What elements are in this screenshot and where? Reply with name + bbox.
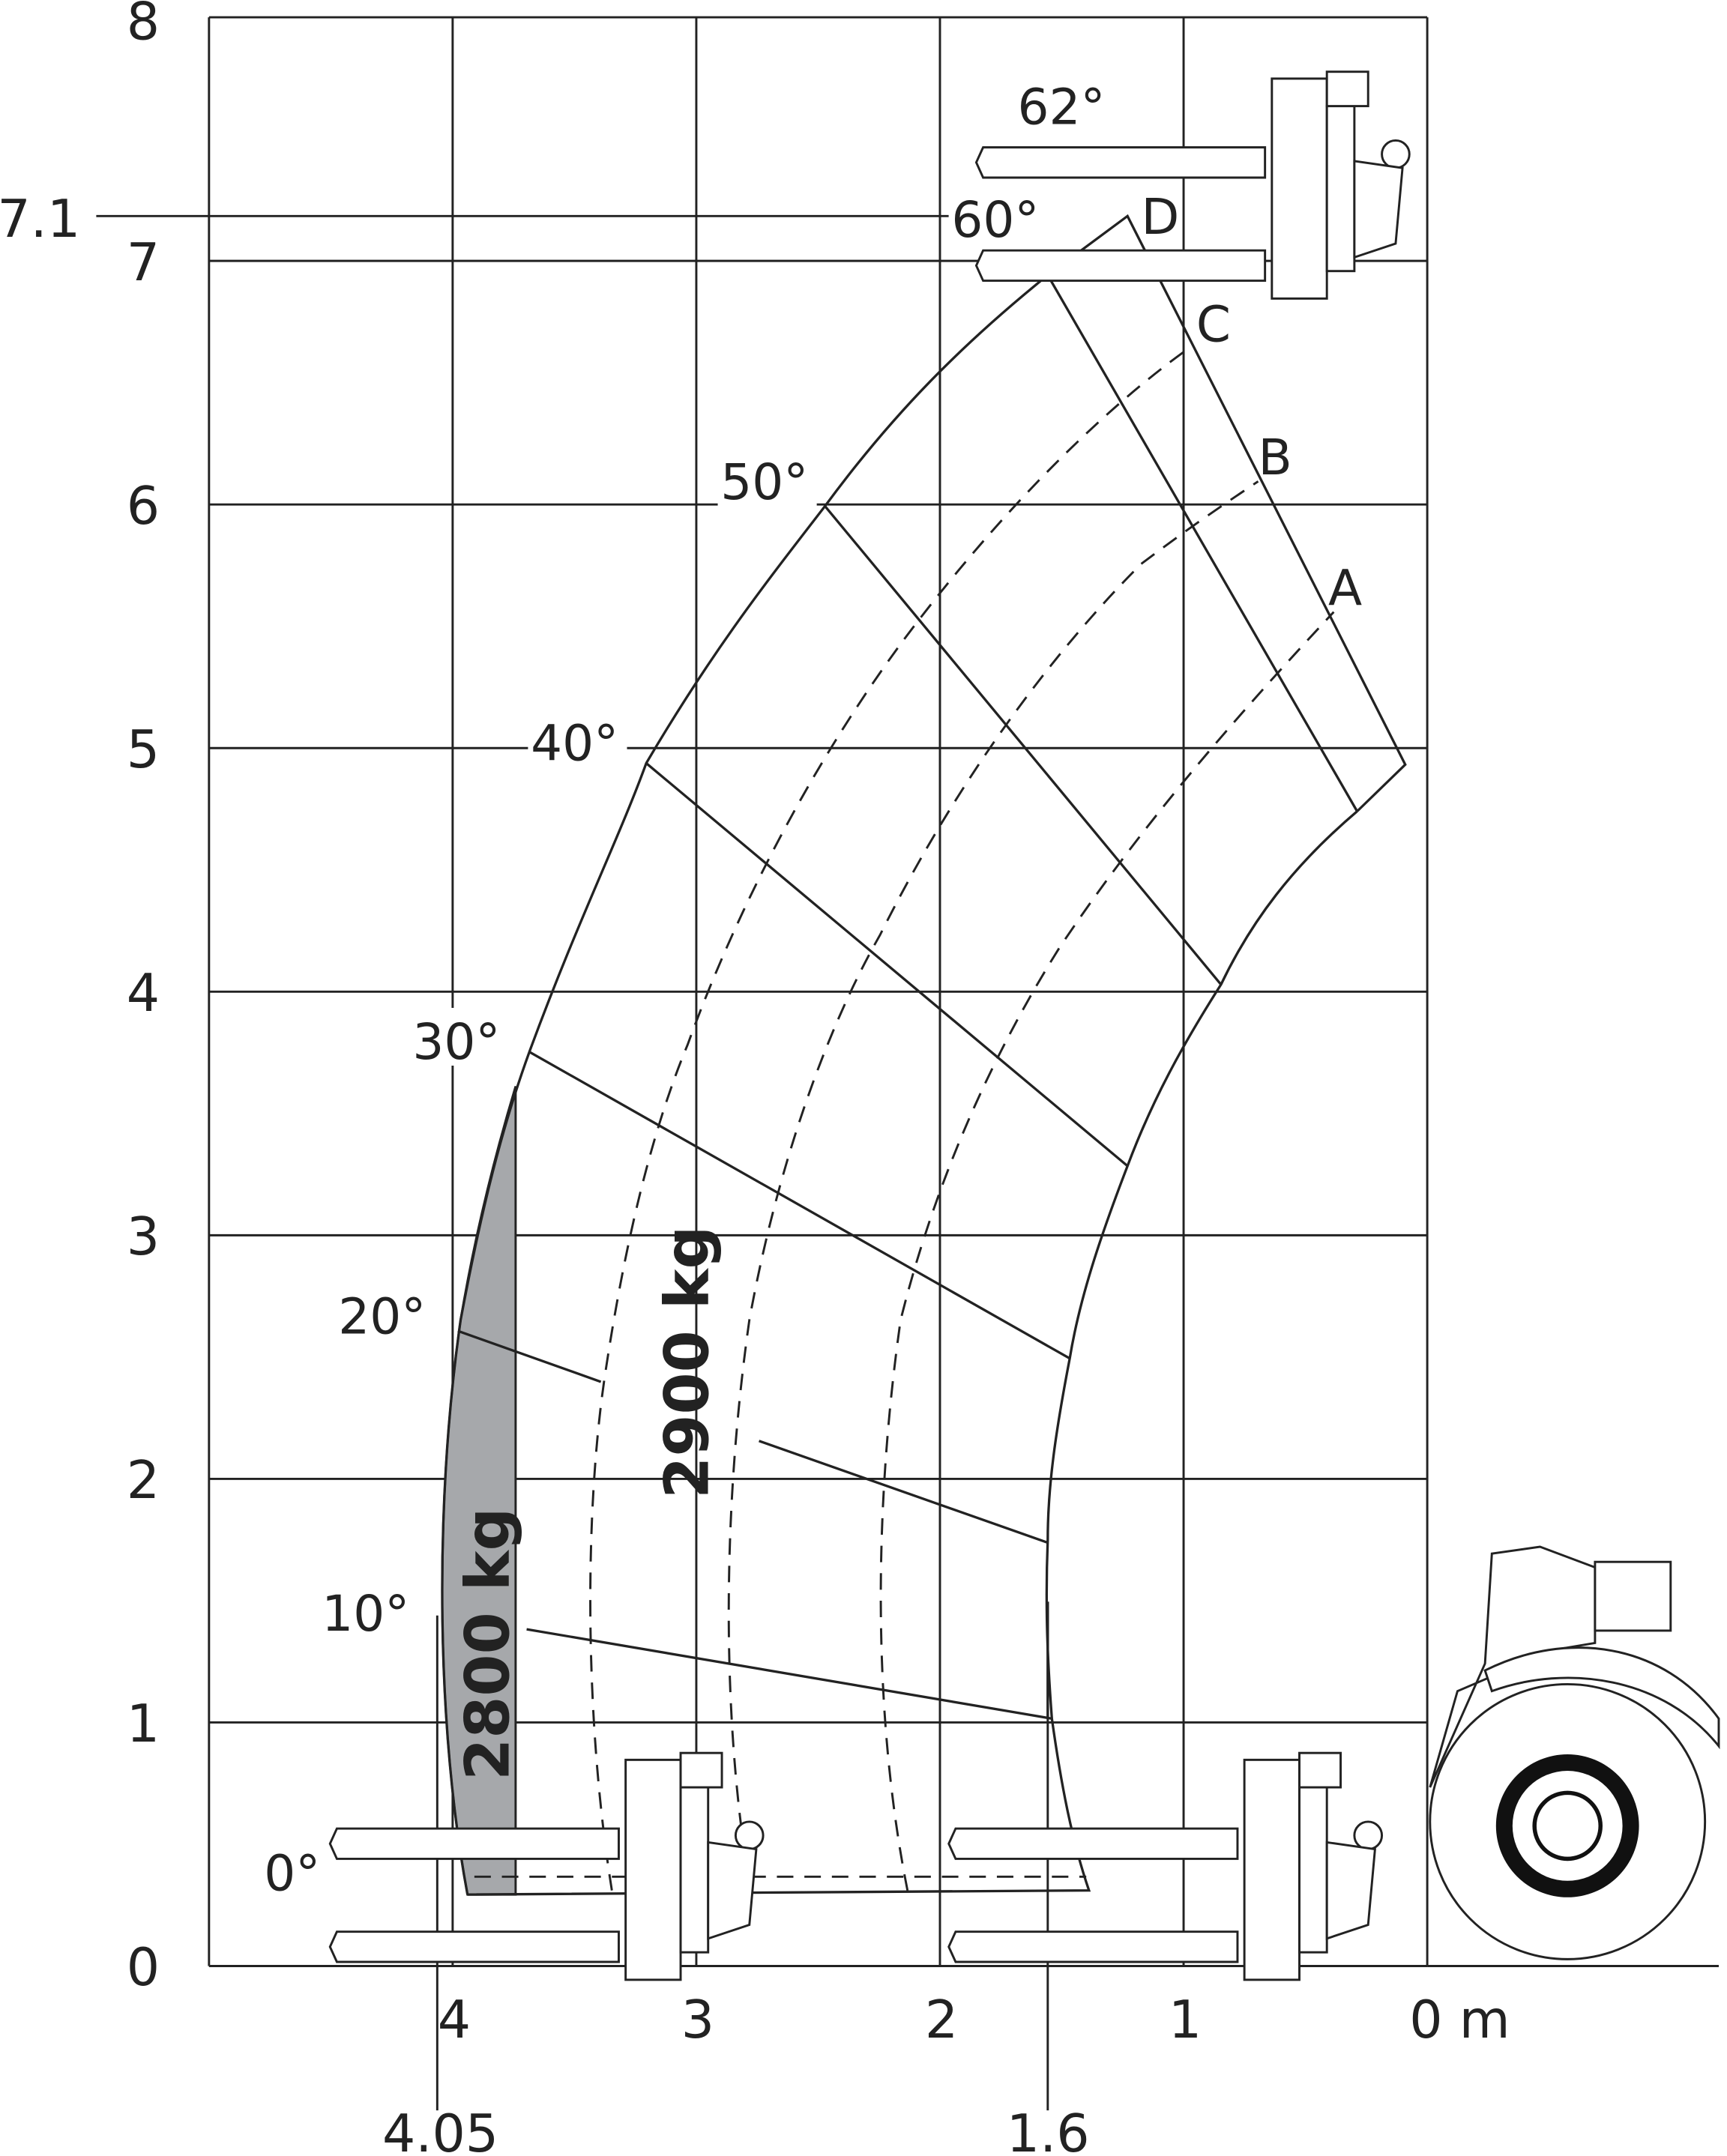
y-tick-label: 3: [127, 1207, 160, 1267]
angle-labels: 0° 10° 20° 30° 40° 50° 60° 62°: [264, 78, 1105, 1902]
angle-line-40: [645, 762, 1129, 1168]
angle-label-30: 30°: [412, 1013, 500, 1071]
fork-carriages: [328, 70, 1411, 1981]
y-tick-label: 6: [127, 476, 160, 537]
fork-carriage-icon: [947, 1751, 1384, 1981]
angle-label-50: 50°: [720, 453, 808, 511]
x-origin-label: 0 m: [1409, 1990, 1510, 2050]
angle-label-40: 40°: [531, 715, 618, 773]
angle-line-30: [528, 1051, 1070, 1360]
y-tick-label: 1: [127, 1694, 160, 1754]
zone-label-a: A: [1328, 559, 1362, 617]
angle-label-10: 10°: [322, 1585, 409, 1643]
zone-label-b: B: [1258, 429, 1292, 486]
fork-carriage-icon: [328, 1751, 765, 1981]
angle-line-20b: [759, 1440, 1049, 1544]
y-tick-label: 2: [127, 1450, 160, 1511]
load-label-2900kg: 2900 kg: [653, 1226, 723, 1499]
reach-4.05-label: 4.05: [382, 2104, 498, 2156]
x-tick-label: 2: [925, 1990, 958, 2050]
angle-line-50: [824, 505, 1223, 985]
load-label-2800kg: 2800 kg: [453, 1508, 524, 1781]
y-tick-label: 4: [127, 963, 160, 1024]
zone-arc-c: [589, 349, 1187, 1891]
zone-arc-a: [879, 611, 1335, 1891]
angle-line-10: [526, 1628, 1052, 1720]
angle-label-60: 60°: [951, 191, 1039, 249]
height-7.1-label: 7.1: [0, 189, 80, 250]
angle-label-20: 20°: [338, 1288, 426, 1346]
zone-label-c: C: [1196, 295, 1231, 353]
angle-label-0: 0°: [264, 1845, 320, 1903]
fork-carriage-icon: [974, 70, 1411, 300]
reach-1.6-label: 1.6: [1007, 2104, 1090, 2156]
y-tick-label: 8: [127, 0, 160, 52]
y-axis-labels: 0 1 2 3 4 5 6 7 8: [127, 0, 160, 1998]
envelope-inner: [467, 810, 1358, 1896]
y-tick-label: 7: [127, 232, 160, 293]
zone-label-d: D: [1142, 188, 1180, 246]
telehandler-front-icon: [1429, 1545, 1720, 1967]
x-tick-label: 3: [681, 1990, 714, 2050]
zone-b-line: [1046, 274, 1358, 812]
zone-arc-b: [727, 480, 1259, 1884]
x-axis-labels: 4 3 2 1 0 m: [438, 1990, 1510, 2050]
envelope-top: [1046, 214, 1407, 812]
angle-line-20a: [457, 1329, 602, 1383]
x-tick-label: 1: [1169, 1990, 1202, 2050]
y-tick-label: 0: [127, 1937, 160, 1998]
y-tick-label: 5: [127, 719, 160, 780]
angle-label-62: 62°: [1017, 78, 1105, 136]
envelope-outer: [441, 274, 1049, 1895]
x-tick-label: 4: [438, 1990, 471, 2050]
